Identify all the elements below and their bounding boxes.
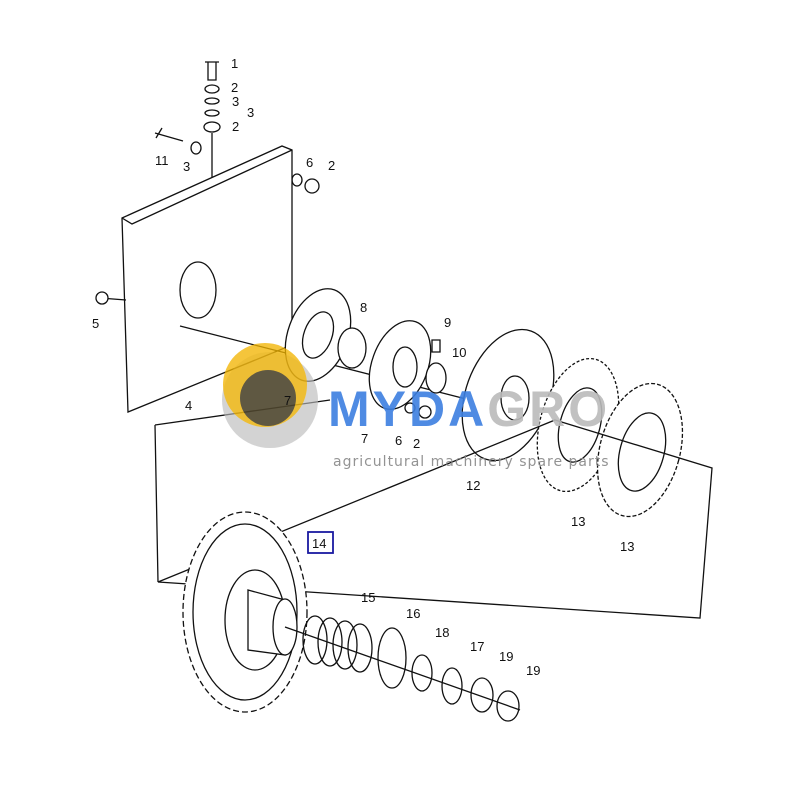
part-label: 10: [452, 345, 466, 360]
part-label: 3: [183, 159, 190, 174]
part-label: 11: [155, 153, 169, 168]
part-label: 19: [526, 663, 540, 678]
part-label: 1: [231, 56, 238, 71]
part-label: 8: [360, 300, 367, 315]
part-label: 3: [232, 94, 239, 109]
part-label: 2: [328, 158, 335, 173]
part-label: 7: [361, 431, 368, 446]
watermark-brand: MYDAGRO: [328, 381, 610, 437]
clutch-plates: [461, 328, 684, 518]
watermark-brand-blue: MYDA: [328, 381, 487, 437]
part-label: 16: [406, 606, 420, 621]
part-label: 7: [284, 393, 291, 408]
part-label: 13: [620, 539, 634, 554]
bolt-stack: [154, 61, 320, 194]
part-label: 2: [232, 119, 239, 134]
part-label: 5: [92, 316, 99, 331]
part-label: 18: [435, 625, 449, 640]
watermark-tagline: agricultural machinery spare parts: [333, 454, 610, 470]
part-label: 2: [413, 436, 420, 451]
part-label-highlighted[interactable]: 14: [312, 536, 326, 551]
part-label: 15: [361, 590, 375, 605]
part-label: 12: [466, 478, 480, 493]
mounting-plate: [95, 145, 471, 413]
watermark-brand-grey: GRO: [487, 381, 610, 437]
part-label: 13: [571, 514, 585, 529]
sprocket: [182, 511, 308, 713]
highlight-box: [307, 531, 334, 554]
part-label: 19: [499, 649, 513, 664]
part-label: 6: [306, 155, 313, 170]
watermark-logo: MYDAGRO agricultural machinery spare par…: [222, 343, 610, 470]
part-label: 6: [395, 433, 402, 448]
part-label: 3: [247, 105, 254, 120]
part-label: 9: [444, 315, 451, 330]
part-label: 17: [470, 639, 484, 654]
part-labels: 1 2 3 3 2 11 3 6 2 5 4 8 7 9 10 7 6 2 12…: [92, 56, 634, 678]
springs-washers: [284, 615, 521, 722]
part-label: 2: [231, 80, 238, 95]
part-label: 4: [185, 398, 192, 413]
